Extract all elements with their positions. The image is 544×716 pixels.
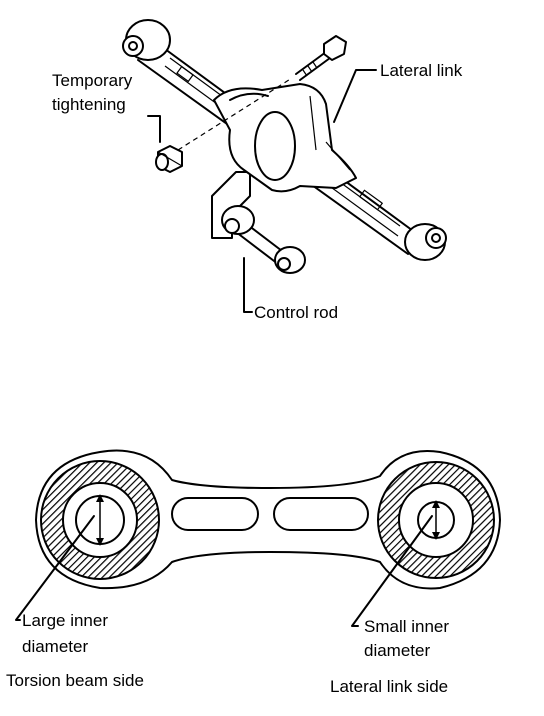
lower-right-bushing xyxy=(404,223,447,261)
leader-small-diameter xyxy=(351,515,433,627)
label-small-line2: diameter xyxy=(364,641,430,660)
label-large-line2: diameter xyxy=(22,637,88,656)
mounting-plate xyxy=(211,171,251,239)
label-large-line1: Large inner xyxy=(22,611,108,630)
nut-left xyxy=(155,145,183,173)
leader-temporary xyxy=(147,115,161,143)
label-small-line1: Small inner xyxy=(364,617,449,636)
control-rod xyxy=(221,205,306,274)
label-torsion-beam-side: Torsion beam side xyxy=(6,671,144,690)
leader-control-rod xyxy=(243,257,253,313)
label-lateral-link-side: Lateral link side xyxy=(330,677,448,696)
upper-left-bushing xyxy=(122,19,171,61)
bolt-upper xyxy=(295,35,347,81)
small-bushing xyxy=(377,461,495,579)
leader-large-diameter xyxy=(15,515,95,621)
label-temporary-line2: tightening xyxy=(52,95,126,114)
leader-lateral-link xyxy=(333,69,377,123)
bolt-axis-line xyxy=(177,77,293,151)
lightening-hole-left xyxy=(171,497,259,531)
suspension-assembly-drawing xyxy=(122,19,447,313)
control-rod-section-drawing xyxy=(15,449,501,627)
label-control-rod: Control rod xyxy=(254,303,338,322)
large-bushing xyxy=(40,460,160,580)
label-temporary-line1: Temporary xyxy=(52,71,133,90)
label-lateral-link: Lateral link xyxy=(380,61,463,80)
rod-body-outline xyxy=(35,449,501,590)
torsion-beam-housing xyxy=(213,83,357,193)
lightening-hole-right xyxy=(273,497,369,531)
